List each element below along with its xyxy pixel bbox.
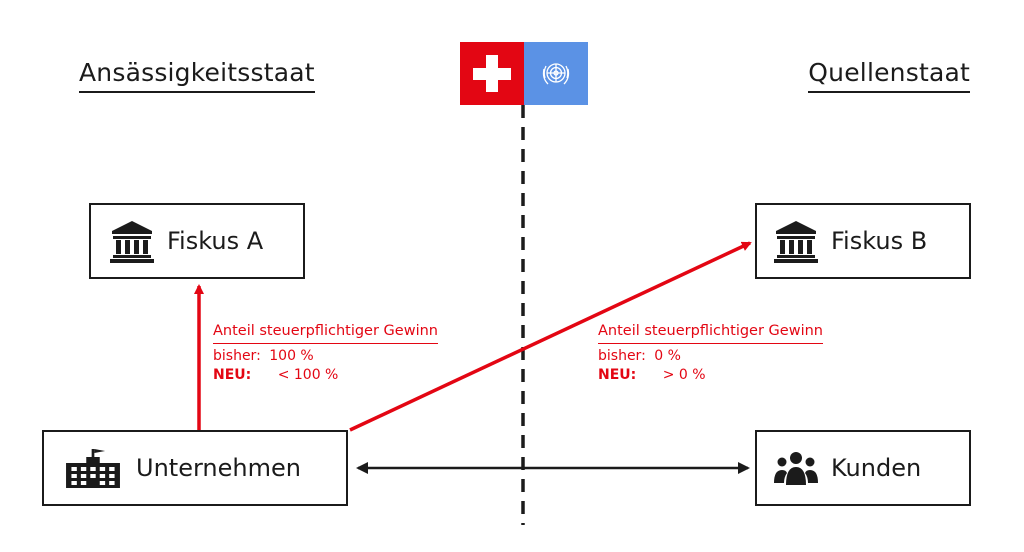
source-state-heading: Quellenstaat [808,58,970,93]
annotation-source: Anteil steuerpflichtiger Gewinn bisher: … [598,322,823,385]
fiskus-b-label: Fiskus B [831,227,928,255]
new-value: > 0 % [662,367,706,383]
bank-building-icon [110,221,154,263]
kunden-box: Kunden [755,430,971,506]
old-value: 0 % [654,348,681,364]
new-label: NEU: [213,367,252,383]
annotation-title: Anteil steuerpflichtiger Gewinn [598,322,823,344]
un-flag-icon [524,42,588,105]
fiskus-a-label: Fiskus A [167,227,264,255]
unternehmen-label: Unternehmen [136,454,301,482]
old-value: 100 % [269,348,314,364]
new-label: NEU: [598,367,637,383]
fiskus-b-box: Fiskus B [755,203,971,279]
annotation-title: Anteil steuerpflichtiger Gewinn [213,322,438,344]
annotation-residence: Anteil steuerpflichtiger Gewinn bisher: … [213,322,438,385]
residence-state-heading: Ansässigkeitsstaat [79,58,315,93]
swiss-flag-icon [460,42,524,105]
old-label: bisher: [598,348,646,364]
arrow-unternehmen-to-fiskus-b [349,241,752,432]
old-label: bisher: [213,348,261,364]
bank-building-icon [774,221,818,263]
people-group-icon [774,452,818,485]
fiskus-a-box: Fiskus A [89,203,305,279]
kunden-label: Kunden [831,454,922,482]
new-value: < 100 % [277,367,339,383]
unternehmen-box: Unternehmen [42,430,348,506]
factory-icon [66,449,120,488]
